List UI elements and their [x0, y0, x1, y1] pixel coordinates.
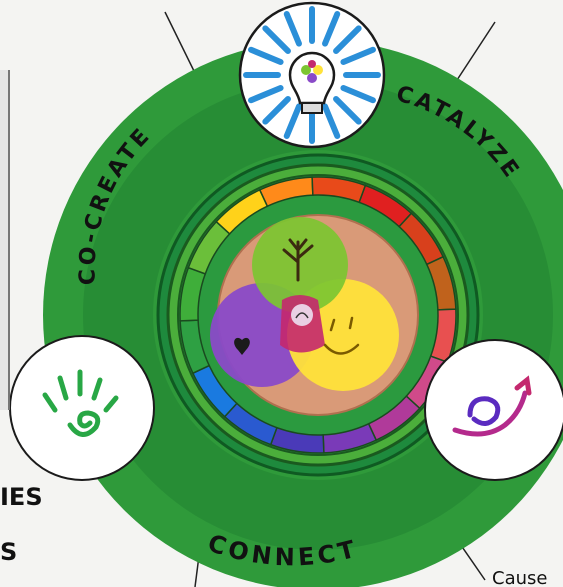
spiral-arrow-badge: [425, 340, 563, 480]
edge-text-bottom-right: Cause: [492, 568, 547, 587]
left-panel-edge: [0, 70, 10, 410]
edge-text-left-2: S: [0, 538, 17, 566]
lightbulb-badge: [240, 3, 384, 147]
edge-text-left-1: IES: [0, 483, 43, 511]
handprint-badge: [10, 336, 154, 480]
hand-icon: [291, 304, 313, 326]
